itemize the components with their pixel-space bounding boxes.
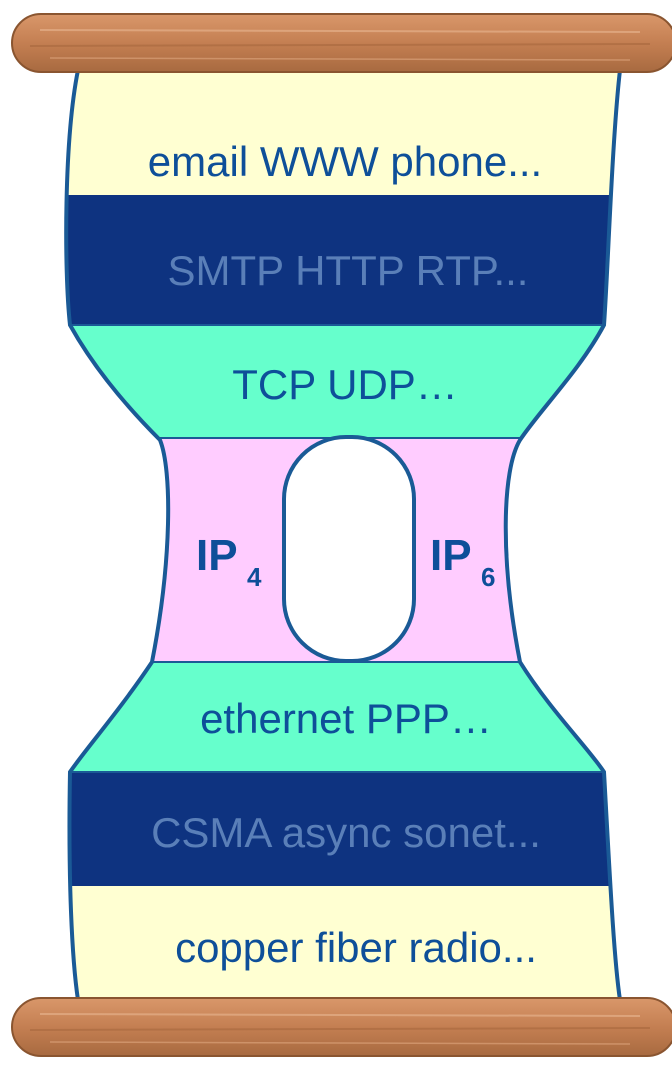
layer-label-app-protocols: SMTP HTTP RTP... (168, 247, 529, 294)
top-rod (11, 13, 672, 73)
band-media-access (66, 772, 621, 886)
svg-text:4: 4 (247, 562, 262, 592)
band-applications (66, 70, 621, 195)
band-app-protocols (66, 195, 621, 325)
layer-label-media-access: CSMA async sonet... (151, 809, 541, 856)
layer-label-transport: TCP UDP… (232, 361, 458, 408)
ip-center-window (282, 435, 416, 663)
ip-right-label: IP 6 (430, 531, 495, 592)
ip-left-label: IP 4 (196, 531, 262, 592)
band-link (66, 662, 621, 772)
svg-text:6: 6 (481, 562, 495, 592)
layer-label-physical: copper fiber radio... (175, 924, 537, 971)
layer-label-link: ethernet PPP… (200, 695, 492, 742)
band-transport (66, 325, 621, 438)
hourglass-outline (64, 69, 622, 1001)
svg-text:IP: IP (196, 531, 238, 580)
layer-label-applications: email WWW phone... (148, 138, 542, 185)
band-physical (66, 886, 621, 1000)
svg-text:IP: IP (430, 531, 472, 580)
bottom-rod (11, 997, 672, 1057)
